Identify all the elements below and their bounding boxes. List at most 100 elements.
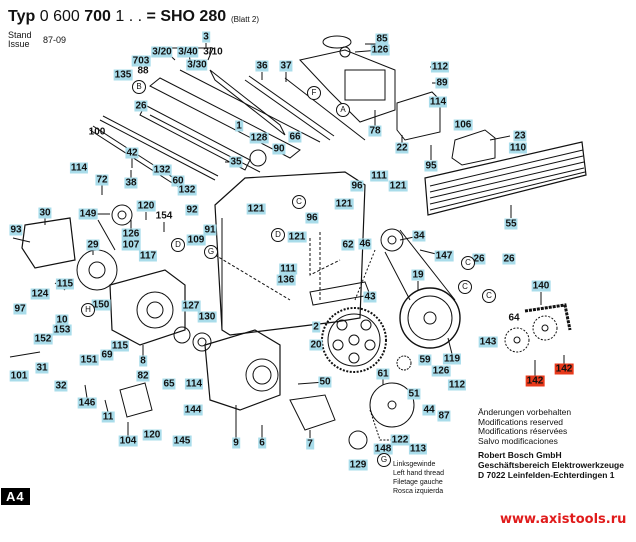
part-callout-69: 69: [100, 349, 114, 361]
typ-number-b: 700: [84, 8, 111, 25]
typ-suffix: 1 . .: [115, 8, 143, 25]
part-callout-89: 89: [435, 77, 449, 89]
part-callout-37: 37: [279, 60, 293, 72]
part-callout-72: 72: [95, 174, 109, 186]
part-callout-3-10: 3/10: [203, 46, 223, 58]
stator-9: [204, 329, 281, 411]
part-callout-110: 110: [508, 142, 528, 154]
belt-147: [384, 229, 456, 301]
part-callout-46: 46: [358, 238, 372, 250]
capacitor-82: [119, 382, 153, 418]
part-callout-130: 130: [197, 311, 217, 323]
part-callout-119: 119: [442, 353, 462, 365]
part-callout-114: 114: [184, 378, 204, 390]
bar-66: [209, 69, 286, 136]
washer-127: [173, 326, 191, 344]
part-callout-111: 111: [370, 170, 388, 182]
company-location: D 7022 Leinfelden-Echterdingen 1: [478, 470, 615, 480]
part-callout-114: 114: [69, 162, 89, 174]
company-division: Geschäftsbereich Elektrowerkzeuge: [478, 460, 624, 470]
sprocket-64b: [532, 315, 558, 341]
reference-marker-c: C: [461, 256, 475, 270]
part-callout-114: 114: [428, 96, 448, 108]
part-callout-142: 142: [525, 375, 545, 387]
part-callout-149: 149: [78, 208, 98, 220]
watermark-link[interactable]: www.axistools.ru: [500, 512, 627, 527]
housing-8: [109, 269, 186, 346]
part-callout-22: 22: [395, 142, 409, 154]
part-callout-104: 104: [118, 435, 138, 447]
part-callout-43: 43: [363, 291, 377, 303]
part-callout-152: 152: [33, 333, 53, 345]
rod-42: [99, 119, 216, 181]
note-line: Rosca izquierda: [393, 488, 444, 495]
part-callout-121: 121: [287, 231, 307, 243]
part-callout-93: 93: [9, 224, 23, 236]
left-hand-thread-note: Linksgewinde Left hand thread Filetage g…: [393, 460, 444, 496]
extrusion-55: [424, 141, 587, 216]
stand-label: Stand: [8, 30, 32, 40]
note-line: Left hand thread: [393, 470, 444, 477]
part-callout-2: 2: [312, 321, 320, 333]
part-callout-59: 59: [418, 354, 432, 366]
part-callout-9: 9: [232, 437, 240, 449]
rail-3: [149, 77, 301, 159]
typ-label: Typ: [8, 8, 36, 25]
pulley-61: [369, 382, 415, 428]
part-callout-96: 96: [350, 180, 364, 192]
part-callout-85: 85: [375, 33, 389, 45]
chain-140: [524, 303, 572, 331]
part-callout-151: 151: [79, 354, 99, 366]
equals-sign: =: [146, 8, 156, 25]
part-callout-128: 128: [249, 132, 269, 144]
part-callout-703: 703: [131, 55, 151, 67]
note-line: Änderungen vorbehalten: [478, 407, 572, 417]
part-callout-11: 11: [101, 411, 115, 423]
reference-marker-d: D: [171, 238, 185, 252]
housing-plate: [214, 171, 366, 336]
reference-marker-b: B: [132, 80, 146, 94]
roller-26: [139, 104, 251, 171]
gear-20: [321, 307, 387, 373]
part-callout-127: 127: [181, 300, 201, 312]
part-callout-153: 153: [52, 324, 72, 336]
part-callout-61: 61: [376, 368, 390, 380]
part-callout-129: 129: [348, 459, 368, 471]
part-callout-51: 51: [407, 388, 421, 400]
part-callout-132: 132: [152, 164, 172, 176]
part-callout-150: 150: [91, 299, 111, 311]
part-callout-122: 122: [390, 434, 410, 446]
part-callout-140: 140: [531, 280, 551, 292]
reference-marker-h: H: [81, 303, 95, 317]
model-name: SHO 280: [160, 8, 227, 25]
part-callout-38: 38: [124, 177, 138, 189]
rod-37: [284, 77, 366, 141]
part-callout-101: 101: [9, 370, 29, 382]
part-callout-20: 20: [309, 339, 323, 351]
part-callout-117: 117: [138, 250, 158, 262]
part-callout-3-30: 3/30: [186, 59, 208, 71]
part-callout-62: 62: [341, 239, 355, 251]
part-callout-126: 126: [431, 365, 451, 377]
issue-value: 87-09: [43, 35, 67, 45]
bracket-23: [451, 129, 496, 166]
pulley-34: [380, 228, 404, 252]
part-callout-120: 120: [142, 429, 162, 441]
part-callout-60: 60: [171, 175, 185, 187]
part-callout-26: 26: [472, 253, 486, 265]
part-callout-124: 124: [30, 288, 50, 300]
part-callout-115: 115: [110, 340, 130, 352]
part-callout-120: 120: [136, 200, 156, 212]
reference-marker-c: C: [292, 195, 306, 209]
part-callout-50: 50: [318, 376, 332, 388]
part-callout-34: 34: [412, 230, 426, 242]
part-callout-26: 26: [134, 100, 148, 112]
part-callout-35: 35: [229, 156, 243, 168]
rod-36: [244, 79, 331, 141]
bracket-78: [299, 49, 396, 123]
company-address: Robert Bosch GmbH Geschäftsbereich Elekt…: [478, 450, 624, 480]
part-callout-95: 95: [424, 160, 438, 172]
part-callout-100: 100: [88, 126, 106, 138]
stand-issue-label: Stand Issue: [8, 31, 32, 49]
